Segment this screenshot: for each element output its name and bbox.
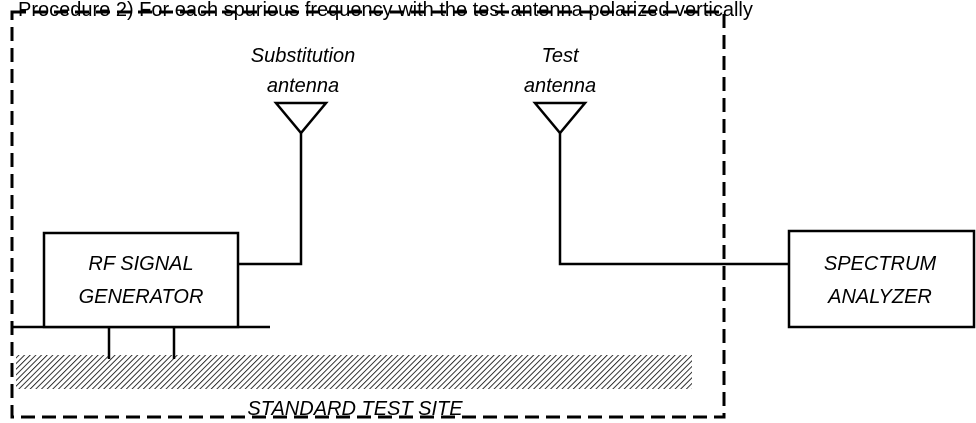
substitution-antenna-icon <box>273 101 329 135</box>
test-antenna-label-1: Test <box>541 45 580 67</box>
header-text-fragment: Procedure 2) For each spurious frequency… <box>18 0 753 21</box>
substitution-antenna-label-2: antenna <box>267 75 339 97</box>
test-site-label: STANDARD TEST SITE <box>247 398 463 420</box>
substitution-antenna-label-1: Substitution <box>251 45 356 67</box>
rf-signal-generator-box <box>42 231 240 329</box>
rf-signal-generator-label-2: GENERATOR <box>79 286 204 308</box>
test-site-boundary <box>10 10 726 419</box>
spectrum-analyzer-label-1: SPECTRUM <box>824 253 937 275</box>
test-antenna-label-2: antenna <box>524 75 596 97</box>
ground-plane-hatch <box>16 355 692 389</box>
test-antenna-cable <box>558 133 789 266</box>
spectrum-analyzer-box <box>787 229 976 329</box>
spectrum-analyzer-label-2: ANALYZER <box>827 286 932 308</box>
substitution-antenna-cable <box>238 133 303 266</box>
rf-signal-generator-label-1: RF SIGNAL <box>88 253 193 275</box>
test-antenna-icon <box>532 101 588 135</box>
